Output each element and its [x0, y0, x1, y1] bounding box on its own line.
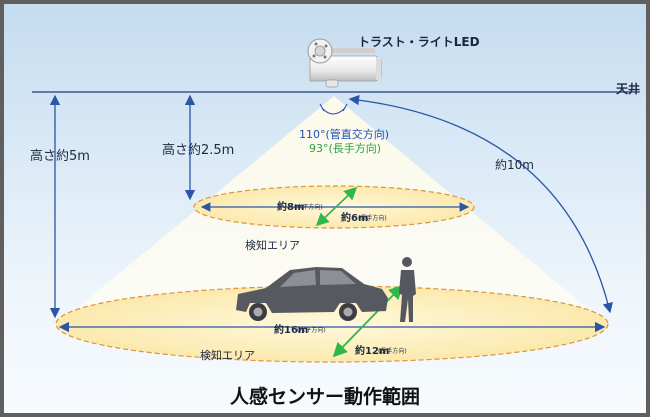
angle-tick-left: [319, 103, 325, 112]
lower-width-note: (水平方向): [297, 327, 326, 334]
upper-length-label: 約6m: [341, 213, 369, 224]
person-silhouette: [399, 257, 416, 322]
lower-length-note: (長手方向): [378, 348, 407, 355]
lower-length-arrow: [332, 284, 404, 358]
upper-length-note: (長手方向): [358, 215, 387, 222]
upper-area-label: 検知エリア: [245, 239, 300, 252]
angle-long-label: 93°(長手方向): [309, 142, 382, 155]
product-name: トラスト・ライトLED: [358, 35, 480, 49]
upper-length-arrow: [315, 186, 358, 227]
upper-width-label: 約8m: [277, 202, 305, 213]
led-light-fixture: [307, 38, 382, 88]
lower-width-label: 約16m: [274, 325, 309, 336]
height-5m-label: 高さ約5m: [30, 149, 90, 164]
car-silhouette: [236, 267, 388, 321]
lower-area-label: 検知エリア: [200, 349, 255, 362]
angle-tick-right: [342, 103, 348, 112]
height-25m-label: 高さ約2.5m: [162, 143, 235, 158]
distance-10m-arc: [348, 94, 613, 314]
ceiling-label: 天井: [616, 82, 641, 96]
upper-width-note: (水平方向): [294, 204, 323, 211]
angle-cross-label: 110°(管直交方向): [299, 128, 390, 141]
distance-10m-label: 約10m: [495, 158, 534, 172]
scene-graphics: [32, 38, 640, 363]
diagram-caption: 人感センサー動作範囲: [229, 386, 420, 408]
lower-length-label: 約12m: [355, 346, 390, 357]
